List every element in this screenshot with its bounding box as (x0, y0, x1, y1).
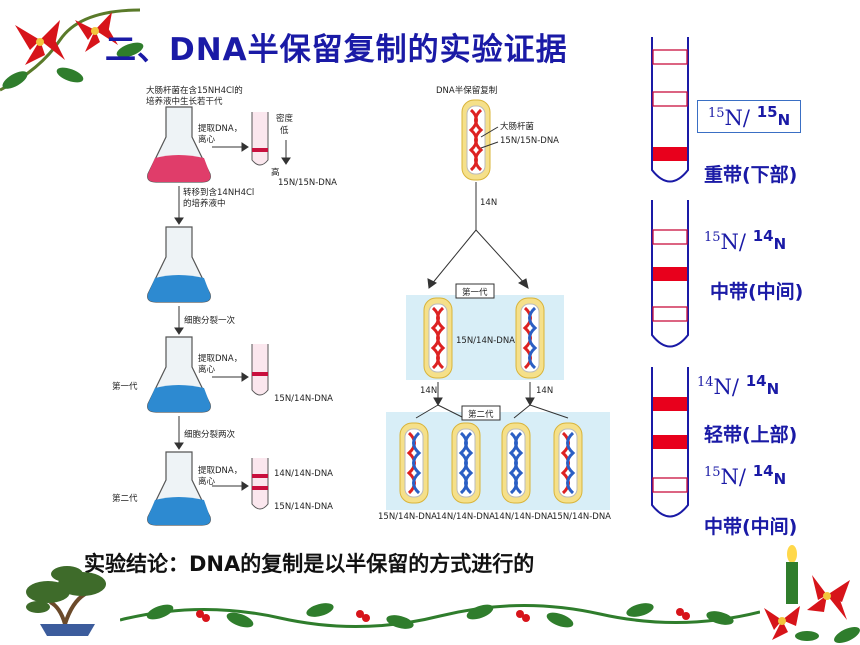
replication-heading: DNA半保留复制 (436, 86, 498, 96)
tube1-isotope-label: 15N/ 15N (697, 100, 802, 133)
tube1-band-label: 重带(下部) (704, 164, 798, 186)
bacterium-label: 大肠杆菌 (500, 122, 535, 132)
poinsettia-decoration-top-left (0, 8, 144, 92)
label-light-dna: 14N/14N-DNA (274, 469, 333, 479)
conclusion-text: 实验结论：DNA的复制是以半保留的方式进行的 (84, 552, 535, 576)
flask-icon (147, 106, 211, 183)
division-twice: 细胞分裂两次 (184, 430, 236, 440)
centrifuge-tube-icon (251, 112, 269, 166)
label-hybrid-dna: 15N/14N-DNA (274, 394, 333, 404)
step-centrifuge-2: 离心 (198, 365, 216, 375)
candle-poinsettia-decoration (764, 545, 860, 644)
bottom-label-1: 15N/14N-DNA (378, 512, 437, 522)
tube3-band-label-b: 中带(中间) (704, 516, 798, 538)
bottom-label-2: 14N/14N-DNA (436, 512, 495, 522)
step-centrifuge-3: 离心 (198, 477, 216, 487)
gen1-helix-left (422, 296, 454, 380)
density-label: 密度 (276, 114, 294, 124)
centrifuge-tubes-graphic (651, 37, 689, 518)
parent-dna-label: 15N/15N-DNA (500, 136, 559, 146)
transfer-line-2: 的培养液中 (183, 199, 226, 209)
label-heavy-dna: 15N/15N-DNA (278, 178, 337, 188)
bottom-label-4: 15N/14N-DNA (552, 512, 611, 522)
step-extract-1: 提取DNA， (198, 124, 243, 134)
density-high: 高 (271, 168, 280, 178)
caption-line-1: 大肠杆菌在含15NH4Cl的 (146, 86, 243, 96)
tube3-isotope-label-a: 14N/ 14N (697, 372, 780, 399)
generation-2-label: 第二代 (112, 494, 138, 504)
holly-garland-decoration (120, 603, 760, 629)
n14-right-label: 14N (536, 386, 554, 396)
gen1-box-label: 第一代 (462, 288, 488, 298)
bonsai-tree-icon (26, 566, 106, 636)
page-title: 二、DNA半保留复制的实验证据 (105, 32, 568, 68)
transfer-line-1: 转移到含14NH4Cl (183, 188, 255, 198)
n14-left-label: 14N (420, 386, 438, 396)
gen1-helix-right (514, 296, 546, 380)
step-centrifuge-1: 离心 (198, 135, 216, 145)
tube3-isotope-label-b: 15N/ 14N (704, 462, 787, 489)
step-extract-3: 提取DNA， (198, 466, 243, 476)
flask-diagram-graphic (147, 106, 291, 526)
experiment-flask-diagram: 大肠杆菌在含15NH4Cl的 培养液中生长若干代 提取DNA， 离心 密度 低 … (108, 82, 368, 532)
tube2-isotope-label: 15N/ 14N (704, 227, 787, 254)
gen1-dna-label: 15N/14N-DNA (456, 336, 515, 346)
caption-line-2: 培养液中生长若干代 (146, 97, 223, 107)
replication-diagram-graphic (386, 98, 610, 510)
tube2-band-label: 中带(中间) (710, 281, 804, 303)
n14-label: 14N (480, 198, 498, 208)
label-hybrid-dna-2: 15N/14N-DNA (274, 502, 333, 512)
parent-dna-helix (460, 98, 492, 182)
generation-1-label: 第一代 (112, 382, 138, 392)
bottom-label-3: 14N/14N-DNA (494, 512, 553, 522)
gen2-box-label: 第二代 (468, 410, 494, 420)
density-low: 低 (280, 126, 289, 136)
tube3-band-label-a: 轻带(上部) (704, 424, 798, 446)
step-extract-2: 提取DNA， (198, 354, 243, 364)
replication-diagram: DNA半保留复制 大肠杆菌 15N/15N-DNA 14N 第一代 15N/14… (376, 80, 616, 530)
division-once: 细胞分裂一次 (184, 316, 236, 326)
